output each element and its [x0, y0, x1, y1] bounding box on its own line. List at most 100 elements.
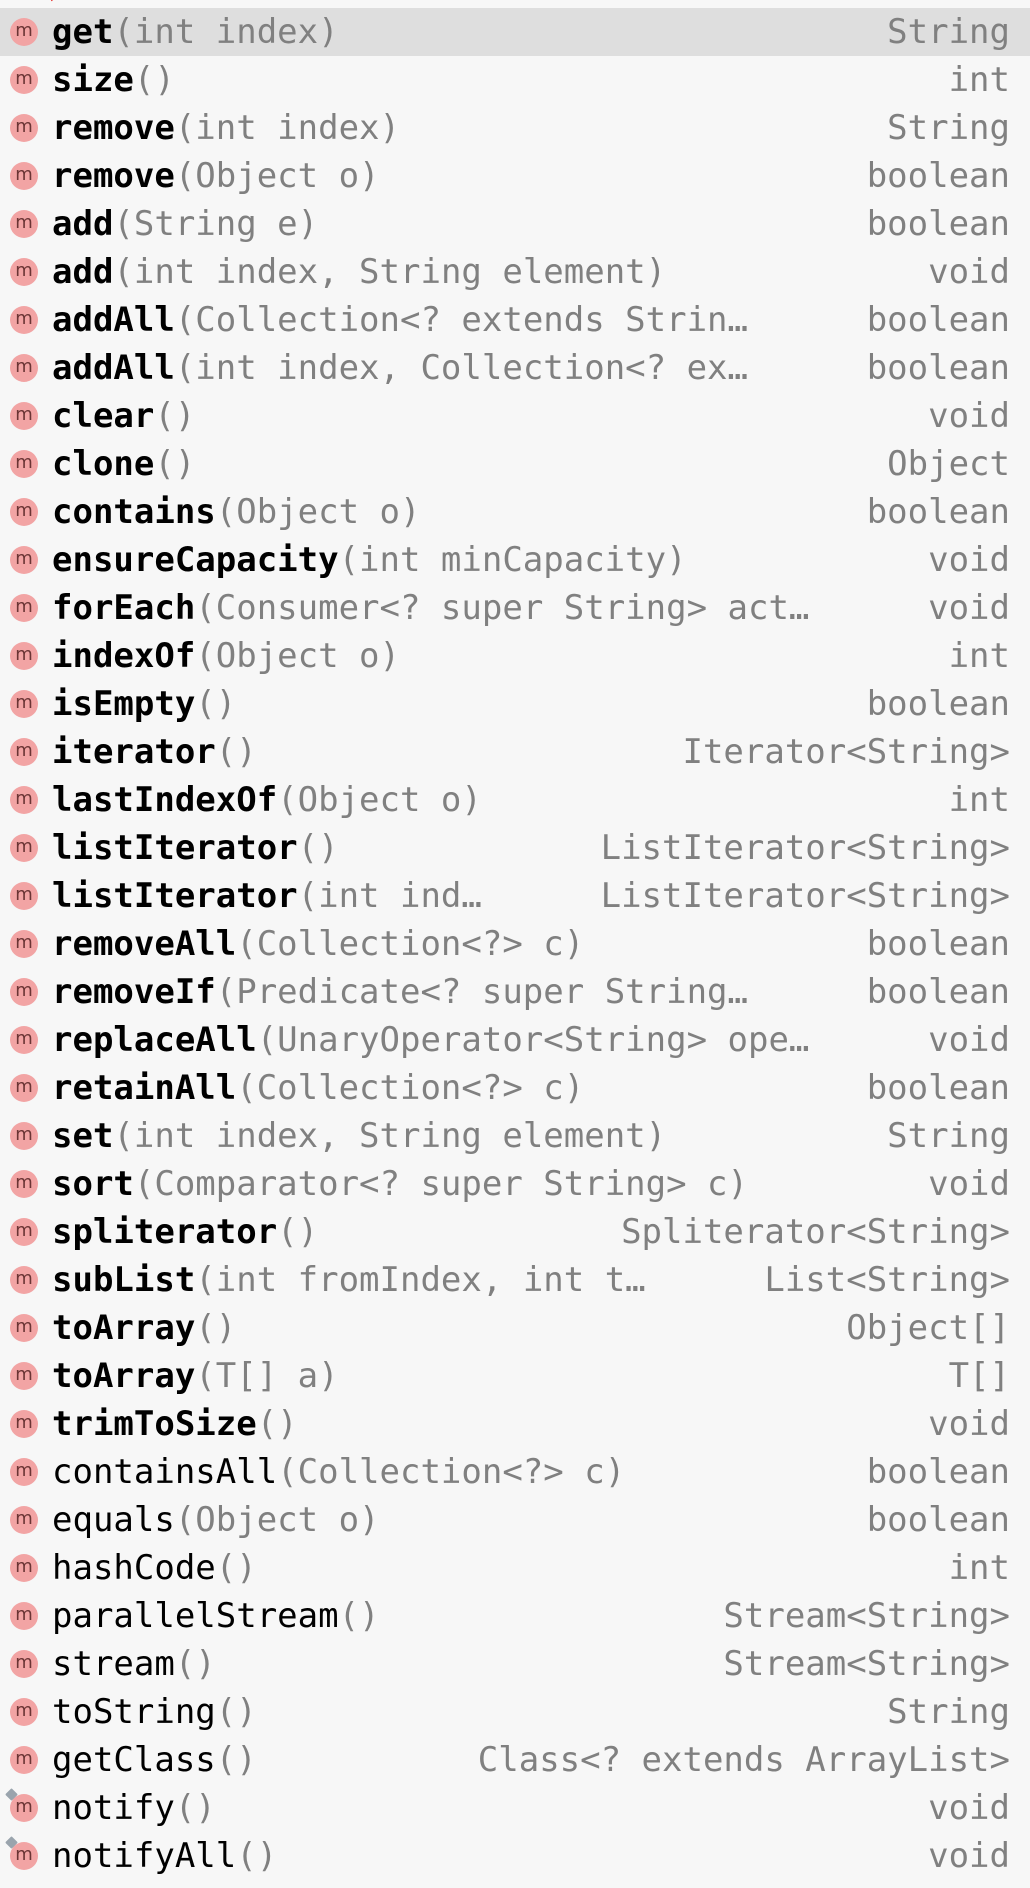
method-icon: m — [10, 1602, 38, 1630]
method-signature: forEach(Consumer<? super String> act… — [52, 588, 900, 628]
method-params: (int index, String element) — [113, 252, 667, 292]
method-params: (Collection<?> c) — [236, 1068, 585, 1108]
method-params: () — [174, 1788, 216, 1828]
method-icon-letter: m — [15, 1412, 33, 1433]
return-type: boolean — [866, 1452, 1010, 1492]
method-icon: m — [10, 546, 38, 574]
method-name: lastIndexOf — [52, 780, 278, 820]
method-name: trimToSize — [52, 1404, 257, 1444]
method-params: (Collection<?> c) — [236, 924, 585, 964]
method-name: addAll — [52, 348, 175, 388]
method-signature: clear() — [52, 396, 900, 436]
method-params: (Predicate<? super String… — [215, 972, 748, 1012]
method-name: removeIf — [52, 972, 216, 1012]
method-params: (T[] a) — [195, 1356, 339, 1396]
method-params: () — [256, 1404, 298, 1444]
return-type: List<String> — [764, 1260, 1010, 1300]
method-signature: get(int index) — [52, 12, 859, 52]
return-type: boolean — [866, 924, 1010, 964]
method-params: (Object o) — [174, 156, 380, 196]
method-icon: m — [10, 1314, 38, 1342]
method-name: iterator — [52, 732, 216, 772]
method-icon: m — [10, 1170, 38, 1198]
method-signature: replaceAll(UnaryOperator<String> ope… — [52, 1020, 900, 1060]
method-name: addAll — [52, 300, 175, 340]
method-name: remove — [52, 108, 175, 148]
method-name: stream — [52, 1644, 175, 1684]
method-params: (String e) — [113, 204, 319, 244]
method-params: (int index, Collection<? ex… — [174, 348, 748, 388]
method-icon-letter: m — [15, 836, 33, 857]
method-icon: m — [10, 1266, 38, 1294]
method-icon: m — [10, 258, 38, 286]
method-icon: m — [10, 1026, 38, 1054]
method-icon: m — [10, 1746, 38, 1774]
return-type: void — [928, 1836, 1010, 1876]
method-icon-letter: m — [15, 20, 33, 41]
method-icon-letter: m — [15, 404, 33, 425]
method-params: (Object o) — [277, 780, 482, 820]
method-icon: m — [10, 1506, 38, 1534]
method-signature: getClass() — [52, 1740, 450, 1780]
method-signature: toArray() — [52, 1308, 818, 1348]
method-params: (int index) — [174, 108, 400, 148]
return-type: int — [948, 780, 1010, 820]
method-overlay-icon: m — [10, 1794, 38, 1822]
method-name: add — [52, 252, 114, 292]
method-signature: contains(Object o) — [52, 492, 839, 532]
method-icon: m — [10, 1698, 38, 1726]
method-params: () — [236, 1836, 278, 1876]
method-icon-letter: m — [15, 164, 33, 185]
method-name: hashCode — [52, 1548, 216, 1588]
method-icon: m — [10, 1458, 38, 1486]
method-icon-letter: m — [15, 1652, 33, 1673]
method-signature: removeAll(Collection<?> c) — [52, 924, 839, 964]
return-type: ListIterator<String> — [600, 828, 1010, 868]
method-signature: toArray(T[] a) — [52, 1356, 921, 1396]
method-icon-letter: m — [15, 1316, 33, 1337]
method-name: notify — [52, 1788, 175, 1828]
return-type: Spliterator<String> — [621, 1212, 1010, 1252]
